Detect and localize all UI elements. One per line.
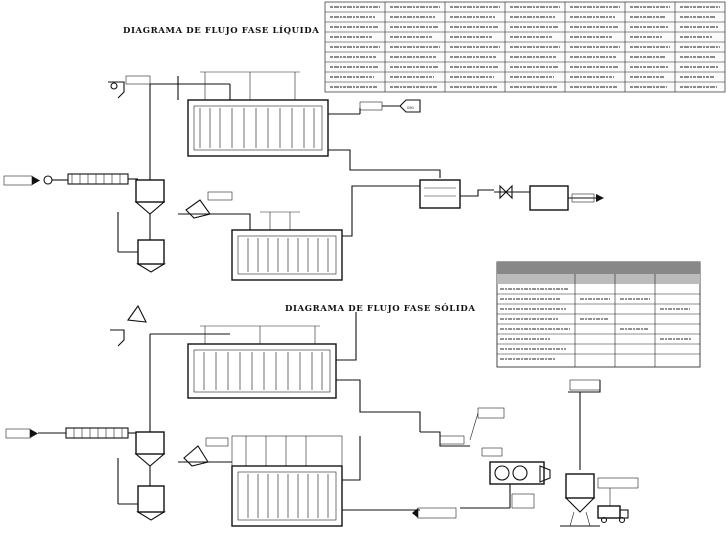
thickener-unit xyxy=(420,407,505,457)
solid-influent-arrow xyxy=(5,427,138,439)
pretreatment-channel xyxy=(52,173,138,185)
solid-basin-1 xyxy=(187,312,421,432)
centrifuge-unit xyxy=(460,461,551,509)
aeration-basin-1 xyxy=(150,71,329,157)
aeration-basin-2 xyxy=(178,185,420,281)
solid-hopper-tank xyxy=(117,431,166,521)
title-solid-phase: DIAGRAMA DE FLUJO FASE SÓLIDA xyxy=(285,302,476,314)
sludge-output-arrow xyxy=(412,507,457,519)
liquid-phase-diagram: DBO xyxy=(3,71,604,281)
silo xyxy=(560,379,601,527)
influent-arrow xyxy=(3,175,53,186)
solid-pump xyxy=(110,304,230,432)
clarifier-unit xyxy=(419,179,494,209)
truck-icon xyxy=(597,477,639,524)
lower-hopper-tank xyxy=(117,212,166,273)
solid-basin-2 xyxy=(178,435,420,527)
title-liquid-phase: DIAGRAMA DE FLUJO FASE LÍQUIDA xyxy=(123,24,319,36)
dbo-meter: DBO xyxy=(328,99,421,115)
disinfection-unit xyxy=(494,184,604,211)
notes-table xyxy=(324,1,726,93)
hopper-tank xyxy=(134,179,166,222)
summary-table xyxy=(496,261,701,368)
effluent-line xyxy=(328,149,441,178)
pump-small xyxy=(108,75,151,99)
solid-phase-diagram xyxy=(5,304,639,527)
dbo-label: DBO xyxy=(407,106,415,110)
